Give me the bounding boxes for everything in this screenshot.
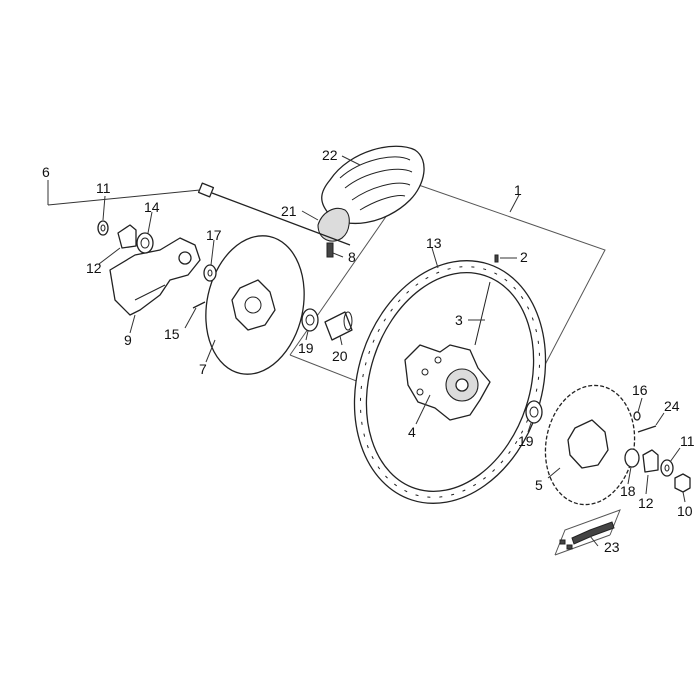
callout-11-right: 11 xyxy=(680,433,695,449)
callout-19-left: 19 xyxy=(298,340,314,356)
callout-22: 22 xyxy=(322,147,338,163)
callout-5: 5 xyxy=(535,477,543,493)
callout-21: 21 xyxy=(281,203,297,219)
callout-23: 23 xyxy=(604,539,620,555)
brake-disc xyxy=(205,235,305,375)
sprocket-bolt xyxy=(637,425,657,433)
callout-10: 10 xyxy=(677,503,693,519)
axle-nut xyxy=(674,473,691,493)
valve xyxy=(326,242,334,258)
callout-24: 24 xyxy=(664,398,680,414)
callout-20: 20 xyxy=(332,348,348,364)
sprocket-nut xyxy=(633,411,641,421)
sprocket xyxy=(544,384,636,506)
leader-lines xyxy=(47,155,686,547)
callout-7: 7 xyxy=(199,361,207,377)
washer-right xyxy=(660,459,674,477)
spacer-18 xyxy=(624,448,640,468)
washer-left xyxy=(97,220,109,236)
callout-16: 16 xyxy=(632,382,648,398)
callout-17: 17 xyxy=(206,227,222,243)
bearing-14 xyxy=(136,232,154,254)
callout-1: 1 xyxy=(514,182,522,198)
callout-12-right: 12 xyxy=(638,495,654,511)
callout-8: 8 xyxy=(348,249,356,265)
callout-18: 18 xyxy=(620,483,636,499)
valve-cap xyxy=(494,254,499,263)
callout-3: 3 xyxy=(455,312,463,328)
bearing-19-left xyxy=(301,308,319,332)
chain-adjuster-right xyxy=(642,449,659,473)
callout-15: 15 xyxy=(164,326,180,342)
bearing-19-right xyxy=(525,400,543,424)
callout-4: 4 xyxy=(408,424,416,440)
callout-6: 6 xyxy=(42,164,50,180)
callout-2: 2 xyxy=(520,249,528,265)
spacer-tube xyxy=(324,311,353,341)
washer-17 xyxy=(203,264,217,282)
screw-15 xyxy=(192,301,206,309)
callout-9: 9 xyxy=(124,332,132,348)
spacer-left xyxy=(117,224,137,249)
callout-11-left: 11 xyxy=(96,180,111,196)
caliper-bracket xyxy=(109,237,201,316)
drive-chain xyxy=(559,521,615,550)
callout-13: 13 xyxy=(426,235,442,251)
callout-14: 14 xyxy=(144,199,160,215)
axle-bolt xyxy=(197,182,351,246)
tire xyxy=(321,145,425,225)
inner-tube xyxy=(317,207,350,242)
callout-12-left: 12 xyxy=(86,260,102,276)
hub xyxy=(404,344,491,421)
callout-labels: 1 2 3 4 5 6 7 8 9 10 11 11 12 12 13 14 1… xyxy=(42,147,695,555)
spoke xyxy=(474,281,491,346)
callout-19-right: 19 xyxy=(518,433,534,449)
